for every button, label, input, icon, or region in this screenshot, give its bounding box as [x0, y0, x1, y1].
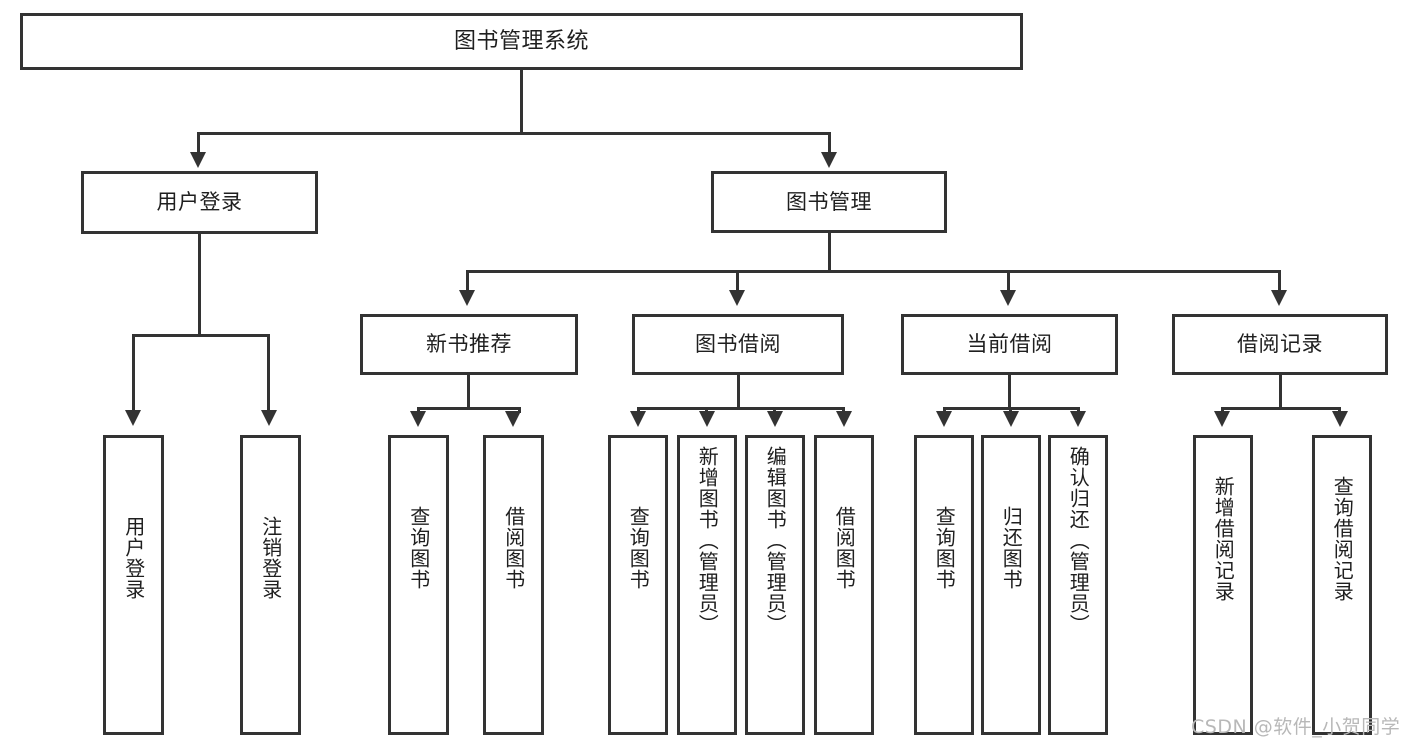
arrowhead-leaf-query-book-2	[630, 411, 646, 427]
node-leaf-edit-book-admin[interactable]: 编辑图书（管理员）	[745, 435, 805, 735]
node-label: 新增借阅记录	[1211, 476, 1236, 602]
arrowhead-leaf-borrow-book-1	[505, 411, 521, 427]
connector-level3-drop-1	[466, 270, 469, 292]
arrowhead-leaf-query-borrow-record	[1332, 411, 1348, 427]
node-leaf-confirm-return-admin[interactable]: 确认归还（管理员）	[1048, 435, 1108, 735]
node-book-borrowing[interactable]: 图书借阅	[632, 314, 844, 375]
node-label: 图书管理	[786, 189, 872, 214]
connector-borrowrecord-stem	[1279, 375, 1282, 409]
node-borrowing-records[interactable]: 借阅记录	[1172, 314, 1388, 375]
connector-newbook-drop-1	[417, 407, 420, 413]
arrowhead-leaf-borrow-book-2	[836, 411, 852, 427]
arrowhead-leaf-user-logout	[261, 410, 277, 426]
node-leaf-query-book-borrowing[interactable]: 查询图书	[608, 435, 668, 735]
node-label: 图书借阅	[695, 332, 781, 357]
connector-level3-drop-3	[1007, 270, 1010, 292]
arrowhead-leaf-add-borrow-record	[1214, 411, 1230, 427]
node-leaf-return-book[interactable]: 归还图书	[981, 435, 1041, 735]
node-leaf-borrow-book-recommendation[interactable]: 借阅图书	[483, 435, 544, 735]
node-leaf-borrow-book-borrowing[interactable]: 借阅图书	[814, 435, 874, 735]
node-leaf-user-logout[interactable]: 注销登录	[240, 435, 301, 735]
node-label: 用户登录	[121, 516, 146, 600]
node-leaf-add-borrow-record[interactable]: 新增借阅记录	[1193, 435, 1253, 735]
connector-root-drop-right	[828, 132, 831, 154]
arrowhead-leaf-add-book-admin	[699, 411, 715, 427]
connector-newbook-drop-2	[518, 407, 521, 413]
connector-borrowrecord-drop-1	[1221, 407, 1224, 413]
node-label: 归还图书	[999, 506, 1024, 590]
arrowhead-leaf-query-book-3	[936, 411, 952, 427]
arrowhead-leaf-user-login	[125, 410, 141, 426]
arrowhead-leaf-edit-book-admin	[767, 411, 783, 427]
connector-bookborrow-drop-1	[637, 407, 640, 413]
connector-currentborrow-drop-3	[1077, 407, 1080, 413]
arrowhead-leaf-confirm-return	[1070, 411, 1086, 427]
node-label: 借阅记录	[1237, 332, 1323, 357]
arrowhead-book-borrow	[729, 290, 745, 306]
node-book-management[interactable]: 图书管理	[711, 171, 947, 233]
connector-level3-drop-4	[1278, 270, 1281, 292]
node-current-borrowing[interactable]: 当前借阅	[901, 314, 1118, 375]
node-label: 查询图书	[626, 506, 651, 590]
arrowhead-user-login	[190, 152, 206, 168]
connector-newbook-bus	[417, 407, 521, 410]
node-label: 新书推荐	[426, 332, 512, 357]
connector-bookborrow-drop-3	[773, 407, 776, 413]
connector-bookborrow-stem	[737, 375, 740, 409]
connector-currentborrow-stem	[1008, 375, 1011, 409]
connector-bookborrow-drop-2	[705, 407, 708, 413]
connector-root-stem	[520, 70, 523, 134]
node-new-book-recommendation[interactable]: 新书推荐	[360, 314, 578, 375]
arrowhead-leaf-query-book-1	[410, 411, 426, 427]
arrowhead-book-manage	[821, 152, 837, 168]
arrowhead-new-book-rec	[459, 290, 475, 306]
node-leaf-query-book-recommendation[interactable]: 查询图书	[388, 435, 449, 735]
watermark-text: CSDN @软件_小贺同学	[1191, 716, 1401, 738]
node-label: 查询图书	[932, 506, 957, 590]
node-user-login[interactable]: 用户登录	[81, 171, 318, 234]
connector-root-drop-left	[197, 132, 200, 154]
connector-book-manage-stem	[828, 233, 831, 273]
connector-level3-bus	[466, 270, 1281, 273]
connector-currentborrow-drop-2	[1009, 407, 1012, 413]
node-leaf-query-book-current[interactable]: 查询图书	[914, 435, 974, 735]
node-label: 借阅图书	[832, 506, 857, 590]
arrowhead-borrow-record	[1271, 290, 1287, 306]
node-leaf-user-login[interactable]: 用户登录	[103, 435, 164, 735]
node-leaf-query-borrow-record[interactable]: 查询借阅记录	[1312, 435, 1372, 735]
arrowhead-current-borrow	[1000, 290, 1016, 306]
connector-bookborrow-drop-4	[842, 407, 845, 413]
node-label: 查询借阅记录	[1330, 476, 1355, 602]
connector-user-login-drop-2	[267, 334, 270, 412]
connector-level3-drop-2	[736, 270, 739, 292]
node-label: 借阅图书	[501, 506, 526, 590]
connector-newbook-stem	[467, 375, 470, 409]
node-label: 注销登录	[258, 516, 283, 600]
node-label: 查询图书	[406, 506, 431, 590]
connector-currentborrow-drop-1	[943, 407, 946, 413]
connector-user-login-stem	[198, 234, 201, 336]
connector-user-login-bus	[132, 334, 270, 337]
node-label: 确认归还（管理员）	[1066, 446, 1091, 635]
connector-bookborrow-bus	[637, 407, 845, 410]
node-label: 用户登录	[156, 190, 243, 215]
node-label: 编辑图书（管理员）	[763, 446, 788, 635]
connector-borrowrecord-drop-2	[1338, 407, 1341, 413]
node-label: 图书管理系统	[453, 28, 589, 54]
node-leaf-add-book-admin[interactable]: 新增图书（管理员）	[677, 435, 737, 735]
node-label: 新增图书（管理员）	[695, 446, 720, 635]
node-book-management-system[interactable]: 图书管理系统	[20, 13, 1023, 70]
arrowhead-leaf-return-book	[1003, 411, 1019, 427]
connector-root-bus	[197, 132, 831, 135]
node-label: 当前借阅	[966, 332, 1053, 357]
connector-user-login-drop-1	[132, 334, 135, 412]
connector-borrowrecord-bus	[1221, 407, 1341, 410]
